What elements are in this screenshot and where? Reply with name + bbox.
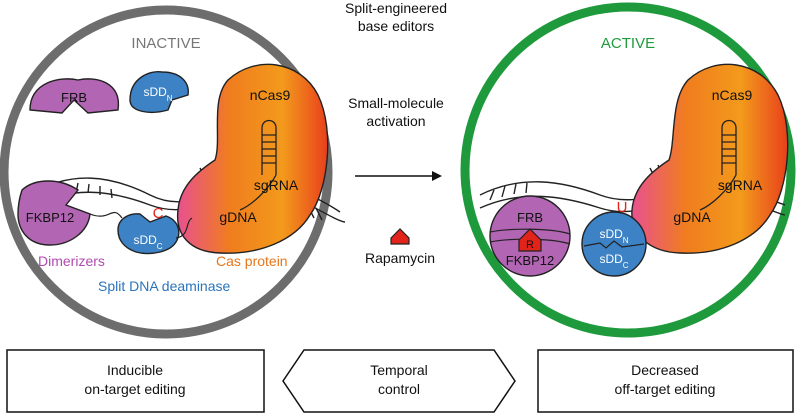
box-temporal-line1: Temporal — [370, 362, 428, 378]
active-base-u: U — [617, 199, 628, 216]
activation-line1: Small-molecule — [348, 95, 444, 111]
rapamycin-label: Rapamycin — [365, 250, 435, 266]
center-column: Split-engineered base editors Small-mole… — [345, 0, 447, 266]
inactive-sddn-label: sDDN — [143, 85, 172, 103]
inactive-linker — [89, 211, 193, 239]
activation-line2: activation — [366, 113, 425, 129]
active-sgrna-label: sgRNA — [718, 177, 763, 193]
legend-cas-protein: Cas protein — [216, 253, 288, 269]
inactive-sgrna-label: sgRNA — [254, 177, 299, 193]
active-sddn-label: sDDN — [599, 227, 628, 245]
active-sgrna-hairpin — [699, 119, 737, 211]
box-inducible-line2: on-target editing — [84, 381, 185, 397]
inactive-cas9-protein — [176, 63, 329, 254]
bottom-boxes: Inducible on-target editing Temporal con… — [6, 349, 794, 413]
active-r-label: R — [526, 239, 534, 251]
inactive-frb-domain — [29, 78, 119, 114]
inactive-ring — [0, 5, 333, 339]
active-gdna-label: gDNA — [673, 209, 711, 225]
box-decreased-line1: Decreased — [631, 362, 699, 378]
inactive-fkbp-domain — [17, 180, 91, 246]
active-sdd-split-line — [583, 240, 645, 249]
box-inducible-line1: Inducible — [107, 362, 163, 378]
active-label: ACTIVE — [601, 35, 655, 52]
center-title-line1: Split-engineered — [345, 0, 447, 16]
inactive-base-c: C — [153, 205, 164, 222]
active-sdd-assembled — [581, 211, 647, 277]
inactive-label: INACTIVE — [131, 35, 200, 52]
active-cas9-protein — [631, 63, 789, 254]
box-decreased: Decreased off-target editing — [537, 349, 794, 413]
inactive-sddc-domain — [117, 213, 180, 255]
inactive-ncas9-label: nCas9 — [250, 87, 291, 103]
box-inducible: Inducible on-target editing — [6, 349, 265, 413]
inactive-sddc-label: sDDC — [133, 233, 162, 251]
activation-arrow — [355, 171, 442, 181]
inactive-panel: INACTIVE FRB sDDN FKBP12 sDDC — [0, 5, 346, 339]
active-ncas9-label: nCas9 — [712, 87, 753, 103]
active-panel: ACTIVE FRB R FKBP12 sDDN sDDC U nCas9 sg… — [460, 2, 796, 338]
legend-dimerizers: Dimerizers — [38, 253, 105, 269]
active-sddc-label: sDDC — [599, 252, 628, 270]
box-temporal-line2: control — [378, 381, 420, 397]
inactive-sddn-domain — [129, 71, 189, 113]
box-decreased-line2: off-target editing — [615, 381, 716, 397]
center-title-line2: base editors — [358, 18, 434, 34]
active-fkbp-label: FKBP12 — [506, 253, 554, 268]
box-temporal: Temporal control — [282, 349, 516, 413]
rapamycin-icon — [390, 228, 410, 245]
inactive-fkbp-label: FKBP12 — [26, 210, 74, 225]
inactive-frb-label: FRB — [61, 90, 87, 105]
active-frb-label: FRB — [517, 210, 543, 225]
legend-split-deaminase: Split DNA deaminase — [98, 278, 231, 294]
inactive-sgrna-hairpin — [239, 119, 277, 211]
inactive-gdna-label: gDNA — [219, 209, 257, 225]
active-rapamycin-icon — [518, 228, 542, 252]
active-ring — [460, 2, 796, 338]
